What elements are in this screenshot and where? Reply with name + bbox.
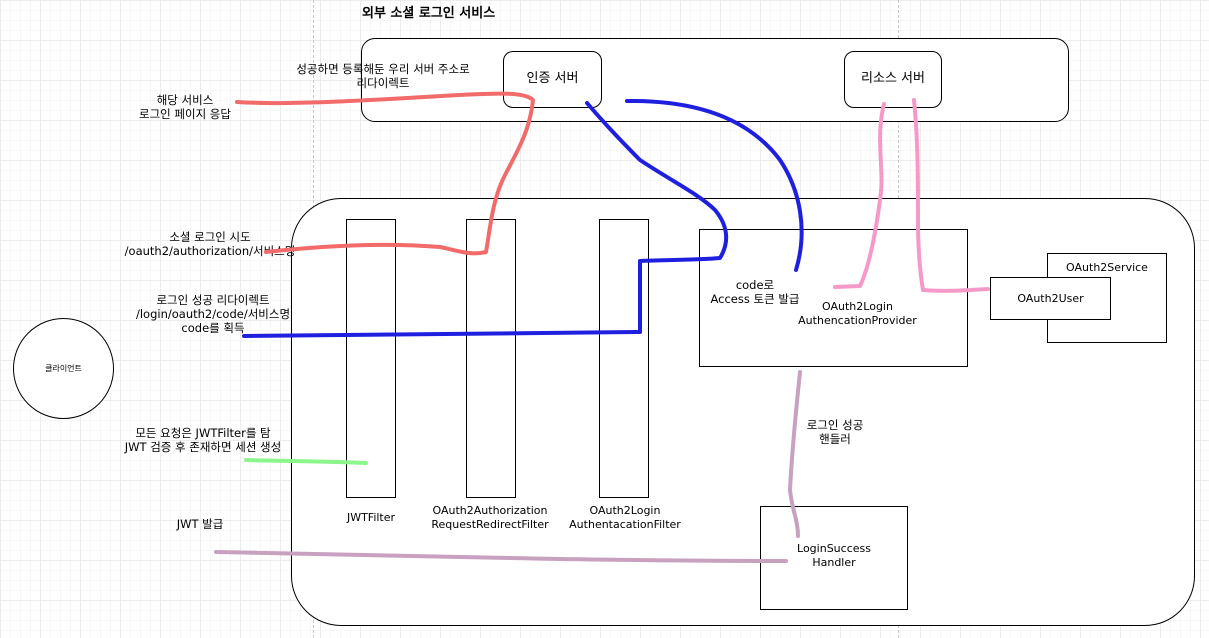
client-label: 클라이언트: [45, 364, 82, 373]
resource-server-node: 리소스 서버: [844, 51, 942, 108]
client-node: 클라이언트: [13, 318, 114, 419]
oauth2-user-node: OAuth2User: [990, 277, 1111, 320]
code-to-token-note: code로 Access 토큰 발급: [710, 278, 800, 306]
oauth2-authorization-filter-label: OAuth2Authorization RequestRedirectFilte…: [431, 504, 549, 531]
oauth2-service-label: OAuth2Service: [1066, 261, 1148, 274]
social-login-try-note: 소셜 로그인 시도 /oauth2/authorization/서비스명: [124, 230, 296, 258]
diagram-title: 외부 소셜 로그인 서비스: [362, 6, 496, 21]
oauth2-user-label: OAuth2User: [1017, 292, 1084, 305]
jwt-filter-note: 모든 요청은 JWTFilter를 탐 JWT 검증 후 존재하면 세션 생성: [124, 426, 282, 454]
oauth2-login-provider-label: OAuth2Login AuthencationProvider: [798, 300, 917, 327]
oauth2-login-filter-label: OAuth2Login AuthentacationFilter: [569, 504, 681, 531]
jwt-issue-note: JWT 발급: [176, 517, 224, 531]
jwt-filter-label: JWTFilter: [346, 511, 396, 524]
jwt-filter-node: [346, 219, 396, 498]
login-page-response-note: 해당 서비스 로그인 페이지 응답: [139, 93, 231, 121]
oauth2-authorization-filter-node: [466, 219, 516, 498]
login-success-handler-label: LoginSuccess Handler: [797, 542, 871, 569]
redirect-note: 성공하면 등록해둔 우리 서버 주소로 리다이렉트: [296, 62, 470, 90]
login-success-redirect-note: 로그인 성공 리다이렉트 /login/oauth2/code/서비스명 cod…: [135, 293, 291, 335]
login-success-handler-node: LoginSuccess Handler: [760, 506, 908, 610]
oauth2-login-filter-node: [599, 219, 649, 498]
login-success-handler-note: 로그인 성공 핸들러: [806, 418, 864, 446]
resource-server-label: 리소스 서버: [861, 71, 925, 86]
auth-server-node: 인증 서버: [503, 51, 602, 108]
auth-server-label: 인증 서버: [526, 71, 579, 86]
